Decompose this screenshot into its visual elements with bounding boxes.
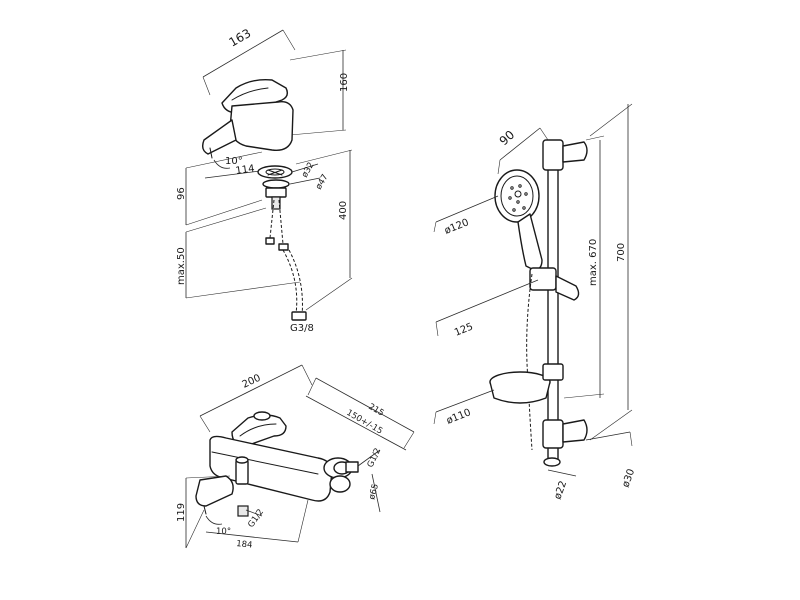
dim-basin-body-height: 96 [176,187,187,200]
dim-bath-thread-in: G1/2 [366,447,384,470]
dim-shower-rail-dia: ø22 [552,480,569,501]
dim-shower-rail-max: max. 670 [588,239,599,286]
basin-mixer-drawing: 163 160 10° 114 ø32 ø47 [176,26,353,334]
dim-basin-angle: 10° [225,156,243,167]
dim-shower-rail-total: 700 [616,243,627,262]
dim-bath-flange: ø65 [367,483,381,501]
dim-bath-depth: 215 [367,402,386,419]
dim-shower-soap-dish: ø110 [445,407,473,427]
shower-set-drawing: 90 ø120 125 ø110 max. 670 700 ø22 ø30 [433,103,637,501]
dim-basin-thread: G3/8 [290,323,314,334]
dim-bath-width: 200 [241,373,263,391]
bath-mixer-drawing: 200 215 150+/-15 G1/2 G1/2 [176,364,415,551]
dim-basin-spout: 114 [235,163,255,177]
dim-basin-height: 160 [339,73,350,92]
dim-bath-height: 119 [176,503,187,522]
dim-shower-bracket-dia: ø30 [620,468,637,489]
dim-basin-hose-length: 400 [338,201,349,220]
dim-basin-dia-base: ø47 [314,173,331,192]
dim-basin-max-thickness: max.50 [176,247,187,285]
dim-basin-dia-top: ø32 [300,161,317,180]
dim-bath-angle: 10° [216,527,231,537]
dim-shower-head-dia: ø120 [443,217,471,237]
dim-bath-spout-reach: 184 [236,539,253,551]
dim-basin-width: 163 [227,26,254,50]
dim-shower-head-depth: 90 [497,128,518,149]
dim-shower-holder: 125 [453,321,475,338]
dim-bath-thread-out: G1/2 [246,507,266,529]
